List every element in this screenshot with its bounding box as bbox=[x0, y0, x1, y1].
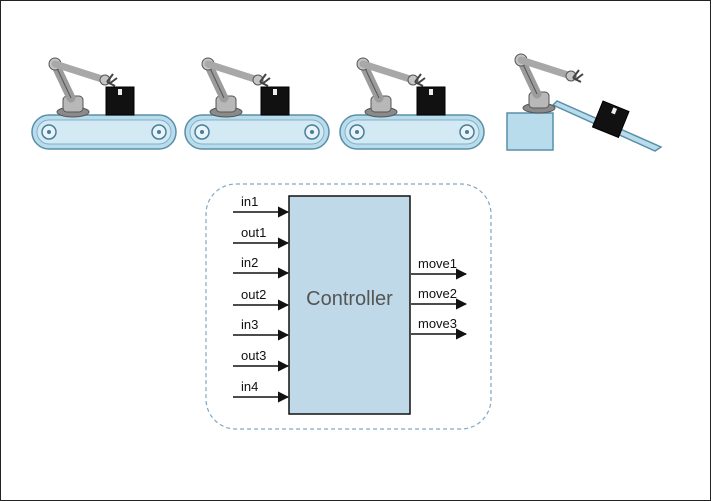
controller-outputs: move1 move2 move3 bbox=[411, 256, 468, 340]
input-label: in2 bbox=[241, 255, 258, 270]
input-in4: in4 bbox=[233, 379, 290, 403]
input-in2: in2 bbox=[233, 255, 290, 279]
output-label: move1 bbox=[418, 256, 457, 271]
package-box-icon bbox=[105, 86, 135, 116]
station-3 bbox=[339, 58, 485, 150]
controller-label: Controller bbox=[306, 288, 393, 310]
input-out1: out1 bbox=[233, 225, 290, 249]
robot-arm-icon bbox=[357, 58, 425, 117]
station-2 bbox=[184, 58, 330, 150]
input-in1: in1 bbox=[233, 194, 290, 218]
input-label: out1 bbox=[241, 225, 266, 240]
package-box-icon bbox=[416, 86, 446, 116]
controller-block bbox=[288, 195, 411, 415]
conveyor-belt-icon bbox=[339, 114, 485, 150]
input-label: in1 bbox=[241, 194, 258, 209]
robot-arm-icon bbox=[515, 54, 583, 113]
input-label: in4 bbox=[241, 379, 258, 394]
output-move1: move1 bbox=[411, 256, 468, 280]
output-move3: move3 bbox=[411, 316, 468, 340]
input-out2: out2 bbox=[233, 287, 290, 311]
system-boundary bbox=[205, 183, 492, 430]
output-move2: move2 bbox=[411, 286, 468, 310]
robot-arm-icon bbox=[202, 58, 270, 117]
package-box-icon bbox=[260, 86, 290, 116]
conveyor-belt-icon bbox=[184, 114, 330, 150]
conveyor-belt-icon bbox=[31, 114, 177, 150]
station-4 bbox=[506, 54, 663, 152]
input-in3: in3 bbox=[233, 317, 290, 341]
input-out3: out3 bbox=[233, 348, 290, 372]
output-label: move3 bbox=[418, 316, 457, 331]
input-label: out2 bbox=[241, 287, 266, 302]
station-1 bbox=[31, 58, 177, 150]
output-label: move2 bbox=[418, 286, 457, 301]
controller-inputs: in1 out1 in2 out2 in3 out3 in4 bbox=[233, 194, 290, 403]
input-label: in3 bbox=[241, 317, 258, 332]
input-label: out3 bbox=[241, 348, 266, 363]
